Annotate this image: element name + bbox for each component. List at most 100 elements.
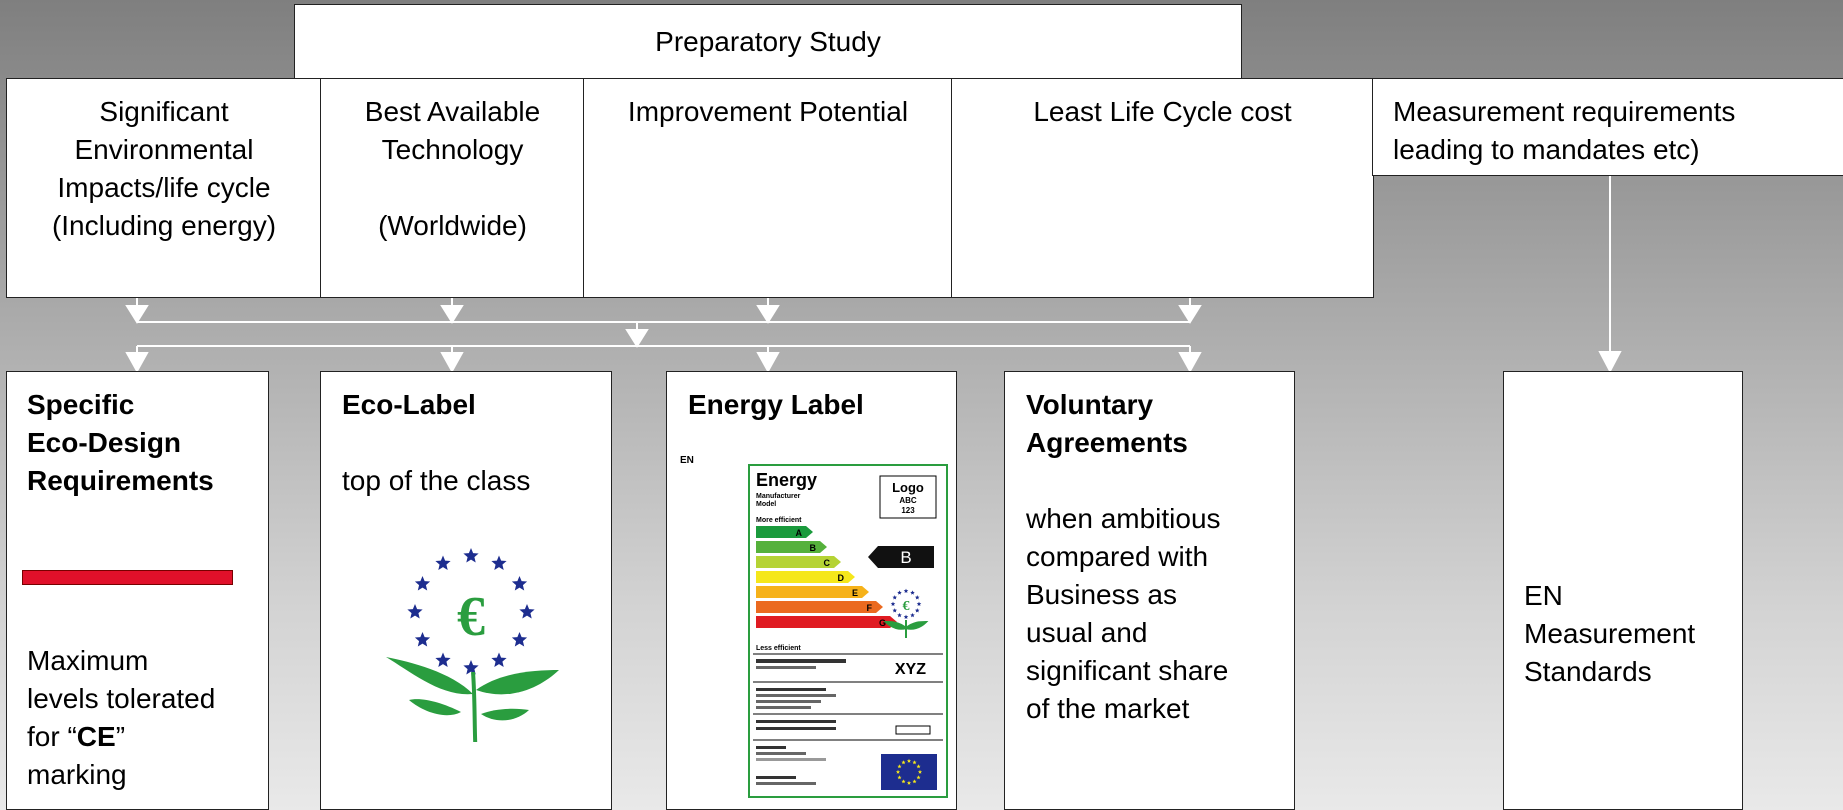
eu-star [892,608,898,613]
ecodesign-body-2: levels tolerated [27,683,216,714]
svg-text:Model: Model [756,501,776,508]
ecodesign-requirements-box: Specific Eco-Design Requirements Maximum… [6,371,269,810]
eu-star [903,614,909,619]
column-best-available-technology: Best Available Technology (Worldwide) [320,78,585,298]
eu-star [912,760,917,765]
svg-text:B: B [900,548,911,567]
ecolabel-title: Eco-Label [342,389,476,420]
energy-class-bar [756,526,813,538]
eu-star [906,780,912,785]
ecodesign-body-3: for “CE” [27,721,126,752]
eu-star [916,764,921,769]
energy-label-title: Energy Label [688,389,864,420]
eu-star [463,548,479,563]
eu-star [916,601,922,606]
eu-star [914,608,920,613]
eu-star [903,588,909,593]
eu-star [407,604,423,619]
svg-text:Logo: Logo [892,480,924,495]
column-least-life-cycle-cost: Least Life Cycle cost [951,78,1374,298]
ecodesign-body-4: marking [27,759,127,790]
column-environmental-impacts-text: Significant Environmental Impacts/life c… [51,96,277,241]
voluntary-body-3: Business as [1026,579,1177,610]
energy-class-letter: A [796,528,803,538]
en-measurement-standards-box: EN Measurement Standards [1503,371,1743,810]
energy-class-bar [756,586,869,598]
ecolabel-box: Eco-Label top of the class € [320,371,612,810]
bat-line-3: (Worldwide) [378,210,527,241]
energy-label-lang: EN [680,455,694,466]
voluntary-agreements-box: Voluntary Agreements when ambitious comp… [1004,371,1295,810]
column-environmental-impacts: Significant Environmental Impacts/life c… [6,78,322,298]
voluntary-title-2: Agreements [1026,427,1188,458]
ecodesign-title-1: Specific [27,389,135,420]
eu-star [901,779,906,784]
eu-star [463,660,479,675]
eu-star [435,555,451,570]
energy-class-bar [756,571,855,583]
svg-text:More efficient: More efficient [756,517,802,524]
bat-line-2: Technology [381,134,524,165]
eu-star [901,760,906,765]
energy-class-letter: B [810,543,817,553]
eu-star [491,555,507,570]
energy-class-bar [756,541,827,553]
voluntary-body-6: of the market [1026,693,1190,724]
eu-star [435,652,451,667]
eu-star [917,769,923,774]
voluntary-body-5: significant share [1026,655,1229,686]
voluntary-body-1: when ambitious [1026,503,1221,534]
eu-star [897,612,902,618]
eu-star [519,604,535,619]
standards-line-3: Standards [1524,656,1652,687]
rating-arrow [868,546,934,568]
energy-label-heading: Energy [756,470,817,490]
energy-class-bar [756,616,897,628]
measurement-requirements-box: Measurement requirements leading to mand… [1372,78,1843,176]
eu-star [511,576,528,591]
ce-marking-bar [22,570,233,585]
energy-class-letter: E [852,588,858,598]
eu-star [916,775,921,780]
energy-label-graphic: Energy Manufacturer Model Logo ABC 123 M… [748,464,948,798]
eu-star [892,595,898,600]
eu-star [895,769,901,774]
energy-class-bar [756,556,841,568]
standards-line-2: Measurement [1524,618,1696,649]
energy-class-letter: C [824,558,831,568]
eu-star [897,764,902,769]
eu-star [910,612,915,618]
eu-star [890,601,896,606]
eu-star [414,632,431,647]
standards-line-1: EN [1524,580,1563,611]
eu-star [897,590,902,595]
eu-star [910,590,915,595]
eu-ecolabel-flower-icon: € [386,548,559,742]
column-improvement-potential-text: Improvement Potential [627,96,909,127]
eu-star [914,595,920,600]
energy-class-letter: G [879,618,886,628]
energy-class-letter: D [838,573,845,583]
eu-star [414,576,431,591]
preparatory-study-title: Preparatory Study [655,26,881,57]
column-least-life-cycle-cost-text: Least Life Cycle cost [1033,96,1292,127]
energy-class-letter: F [867,603,873,613]
svg-text:ABC: ABC [899,496,917,505]
eu-star [511,632,528,647]
svg-text:Less efficient: Less efficient [756,645,801,652]
svg-text:Manufacturer: Manufacturer [756,493,801,500]
ecodesign-body-1: Maximum [27,645,149,676]
svg-text:XYZ: XYZ [895,661,926,678]
eu-star [491,652,507,667]
voluntary-body-4: usual and [1026,617,1148,648]
ecolabel-body: top of the class [342,465,531,496]
arrowhead [125,305,149,324]
energy-class-bar [756,601,883,613]
svg-text:€: € [903,599,910,614]
eu-star [897,775,902,780]
voluntary-body-2: compared with [1026,541,1209,572]
ecodesign-title-3: Requirements [27,465,214,496]
svg-text:€: € [457,586,485,648]
measurement-requirements-text: Measurement requirements leading to mand… [1393,96,1736,165]
